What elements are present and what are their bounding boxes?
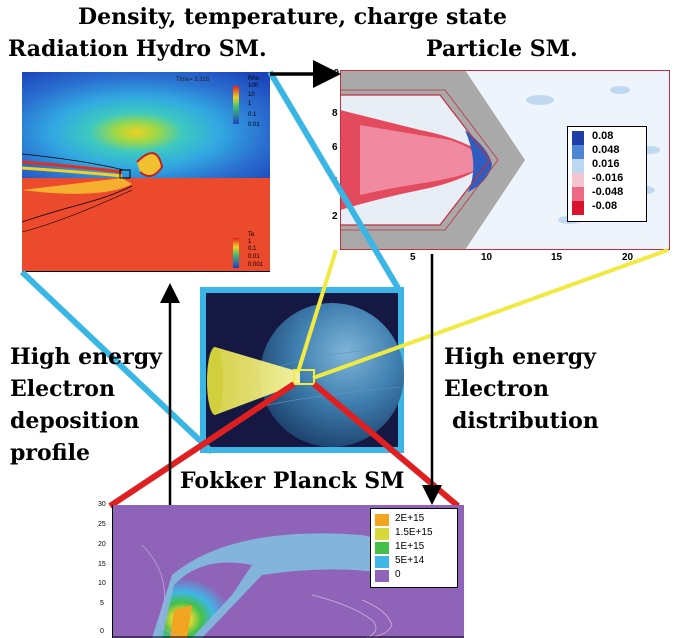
fokker-ytick-4: 10 <box>98 580 106 587</box>
rad-legend-top-3: 0.1 <box>248 112 257 118</box>
fokker-legend-swatch-2 <box>375 542 389 554</box>
red-connector-left <box>108 381 296 509</box>
yellow-connector-left <box>296 249 338 373</box>
right-label-line3: distribution <box>452 408 599 434</box>
particle-xtick-3: 20 <box>622 252 634 263</box>
fokker-ytick-2: 20 <box>98 541 106 548</box>
particle-legend-label-3: -0.016 <box>592 172 624 184</box>
left-label-line2: Electron <box>10 376 115 402</box>
left-label-line3: deposition <box>10 408 140 434</box>
particle-legend-swatch-4 <box>572 187 584 201</box>
radiation-hydro-plot <box>22 72 270 272</box>
particle-legend: 0.08 0.048 0.016 -0.016 -0.048 -0.08 <box>567 126 647 222</box>
fokker-ytick-3: 15 <box>98 561 106 568</box>
particle-legend-label-4: -0.048 <box>592 186 624 198</box>
particle-legend-swatch-3 <box>572 173 584 187</box>
cyan-connector-left <box>19 269 215 455</box>
title-density: Density, temperature, charge state <box>78 4 507 30</box>
particle-xtick-0: 5 <box>410 252 416 263</box>
title-radiation-hydro: Radiation Hydro SM. <box>8 36 267 62</box>
fokker-legend-label-0: 2E+15 <box>395 513 425 524</box>
rad-legend-top-2: 1 <box>248 101 252 107</box>
particle-ytick-1: 8 <box>332 108 338 119</box>
fokker-legend-swatch-4 <box>375 570 389 582</box>
particle-ytick-4: 2 <box>332 211 338 222</box>
particle-ytick-2: 6 <box>332 142 338 153</box>
fokker-legend-label-2: 1E+15 <box>395 541 425 552</box>
fokker-legend-label-3: 5E+14 <box>395 555 425 566</box>
fokker-ytick-1: 25 <box>98 521 106 528</box>
rad-legend-bottom-title: Te <box>248 232 255 238</box>
fokker-legend-swatch-1 <box>375 528 389 540</box>
rad-legend-bottom-1: 0.1 <box>248 246 257 252</box>
particle-legend-swatch-1 <box>572 145 584 159</box>
rad-time-label: Time= 3.316 <box>176 77 210 83</box>
left-label-line1: High energy <box>10 344 162 370</box>
rad-legend-top-1: 10 <box>248 92 255 98</box>
yellow-connector-right <box>312 248 669 380</box>
cyan-connector-right <box>267 70 401 290</box>
fokker-legend: 2E+15 1.5E+15 1E+15 5E+14 0 <box>370 508 458 588</box>
particle-plot <box>340 70 670 250</box>
fokker-legend-swatch-3 <box>375 556 389 568</box>
rad-legend-top-0: 100 <box>248 83 259 89</box>
fokker-planck-title: Fokker Planck SM <box>180 468 405 494</box>
particle-legend-label-1: 0.048 <box>592 144 620 156</box>
rad-legend-top-4: 0.01 <box>248 122 260 128</box>
particle-legend-swatch-5 <box>572 201 584 215</box>
fokker-legend-label-1: 1.5E+15 <box>395 527 433 538</box>
rad-legend-bottom-3: 0.001 <box>248 262 264 268</box>
right-label-line2: Electron <box>444 376 549 402</box>
particle-legend-swatch-0 <box>572 131 584 145</box>
particle-legend-swatch-2 <box>572 159 584 173</box>
particle-xtick-1: 10 <box>481 252 493 263</box>
fokker-ytick-0: 30 <box>98 501 106 508</box>
left-label-line4: profile <box>10 440 90 466</box>
rad-legend-bottom-0: 1 <box>248 239 252 245</box>
rad-legend-bottom-2: 0.01 <box>248 254 260 260</box>
rad-legend-top-title: Rho <box>248 76 260 82</box>
fokker-legend-label-4: 0 <box>395 569 401 580</box>
fokker-ytick-5: 5 <box>100 600 104 607</box>
particle-xtick-2: 15 <box>551 252 563 263</box>
particle-legend-label-5: -0.08 <box>592 200 618 212</box>
fokker-ytick-6: 0 <box>100 628 104 635</box>
fokker-legend-swatch-0 <box>375 514 389 526</box>
title-particle: Particle SM. <box>426 36 578 62</box>
right-label-line1: High energy <box>444 344 596 370</box>
particle-legend-label-2: 0.016 <box>592 158 620 170</box>
particle-legend-label-0: 0.08 <box>592 130 614 142</box>
